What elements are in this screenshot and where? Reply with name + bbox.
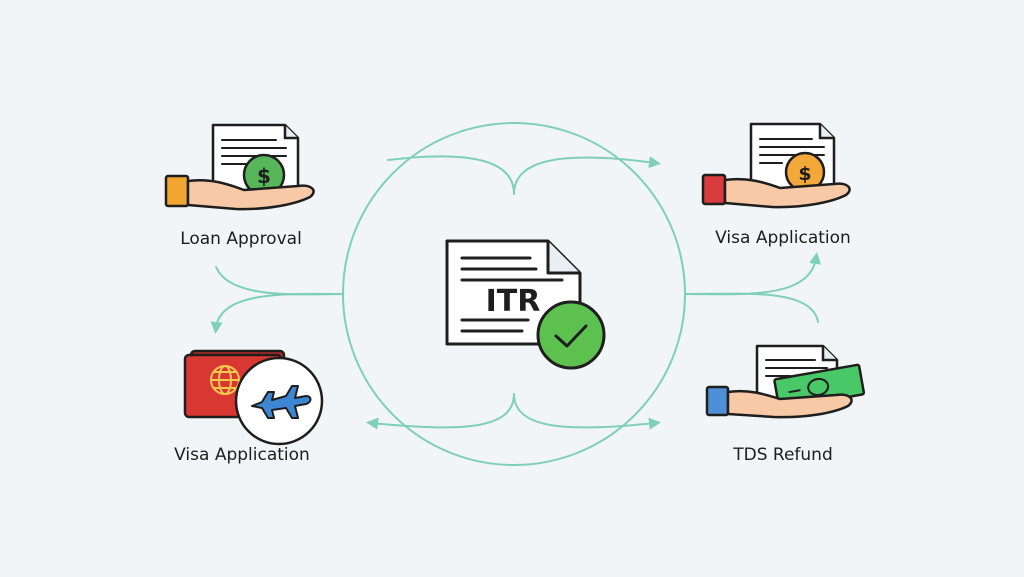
connector-bottom-right (513, 393, 661, 430)
check-badge (536, 300, 606, 370)
itr-text: ITR (486, 284, 541, 319)
connectors (210, 122, 822, 466)
hand-document-dollar-icon-top-left: $ (164, 123, 315, 211)
check-mark-icon (554, 324, 588, 348)
hand-document-dollar-icon-top-right: $ (701, 122, 851, 209)
connector-right-up (684, 252, 822, 296)
connector-left-up (215, 266, 344, 296)
connector-bottom-left (366, 393, 515, 430)
label-visa-application-bottom: Visa Application (174, 445, 310, 465)
svg-text:$: $ (798, 163, 811, 185)
connector-top-left (387, 155, 515, 195)
itr-document-check-icon: ITR (445, 239, 606, 370)
connector-top-right (513, 156, 661, 195)
hand-document-money-icon (705, 344, 866, 419)
label-loan-approval: Loan Approval (180, 229, 302, 249)
passport-plane-icon (183, 349, 324, 446)
label-visa-application-top: Visa Application (715, 228, 851, 248)
label-tds-refund: TDS Refund (732, 445, 833, 465)
connector-left-down (210, 292, 344, 334)
connector-right-down (684, 292, 819, 323)
svg-text:$: $ (257, 164, 271, 188)
